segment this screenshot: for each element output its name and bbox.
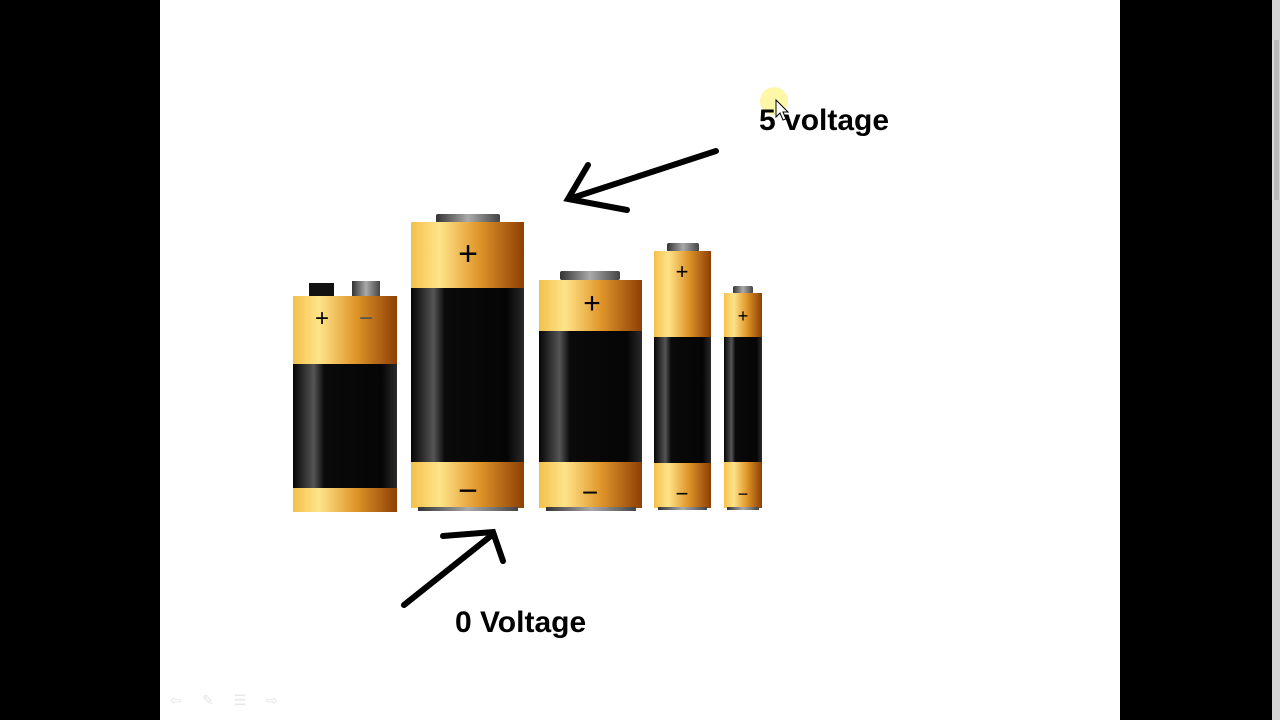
battery-aaa-minus: −: [738, 484, 749, 504]
arrow-to-positive: [563, 148, 719, 213]
vertical-scrollbar[interactable]: [1272, 0, 1280, 720]
battery-aaa-plus: +: [738, 306, 749, 326]
arrow-to-negative: [401, 528, 506, 608]
battery-aa: [654, 243, 711, 510]
label-5-voltage: 5 voltage: [759, 104, 890, 137]
battery-d-plus: +: [458, 235, 478, 273]
menu-icon[interactable]: ☰: [233, 692, 247, 708]
battery-d: [411, 214, 524, 511]
battery-aa-plus: +: [676, 259, 689, 284]
battery-d-minus: −: [458, 472, 478, 510]
next-arrow-icon[interactable]: ⇨: [266, 692, 278, 708]
slideshow-nav: ⇦ ✎ ☰ ⇨: [166, 692, 282, 708]
previous-arrow-icon[interactable]: ⇦: [170, 692, 182, 708]
battery-9v-plus: +: [315, 305, 329, 332]
scrollbar-thumb[interactable]: [1274, 40, 1279, 200]
battery-9v-minus: −: [359, 305, 373, 332]
battery-c: [539, 271, 642, 511]
label-0-voltage: 0 Voltage: [455, 606, 587, 639]
battery-c-plus: +: [583, 287, 601, 320]
battery-9v: [293, 281, 397, 512]
battery-aaa: [724, 286, 762, 510]
pen-icon[interactable]: ✎: [202, 692, 214, 708]
mouse-pointer-icon: [775, 98, 790, 121]
battery-aa-minus: −: [676, 481, 689, 506]
battery-c-minus: −: [582, 477, 598, 508]
